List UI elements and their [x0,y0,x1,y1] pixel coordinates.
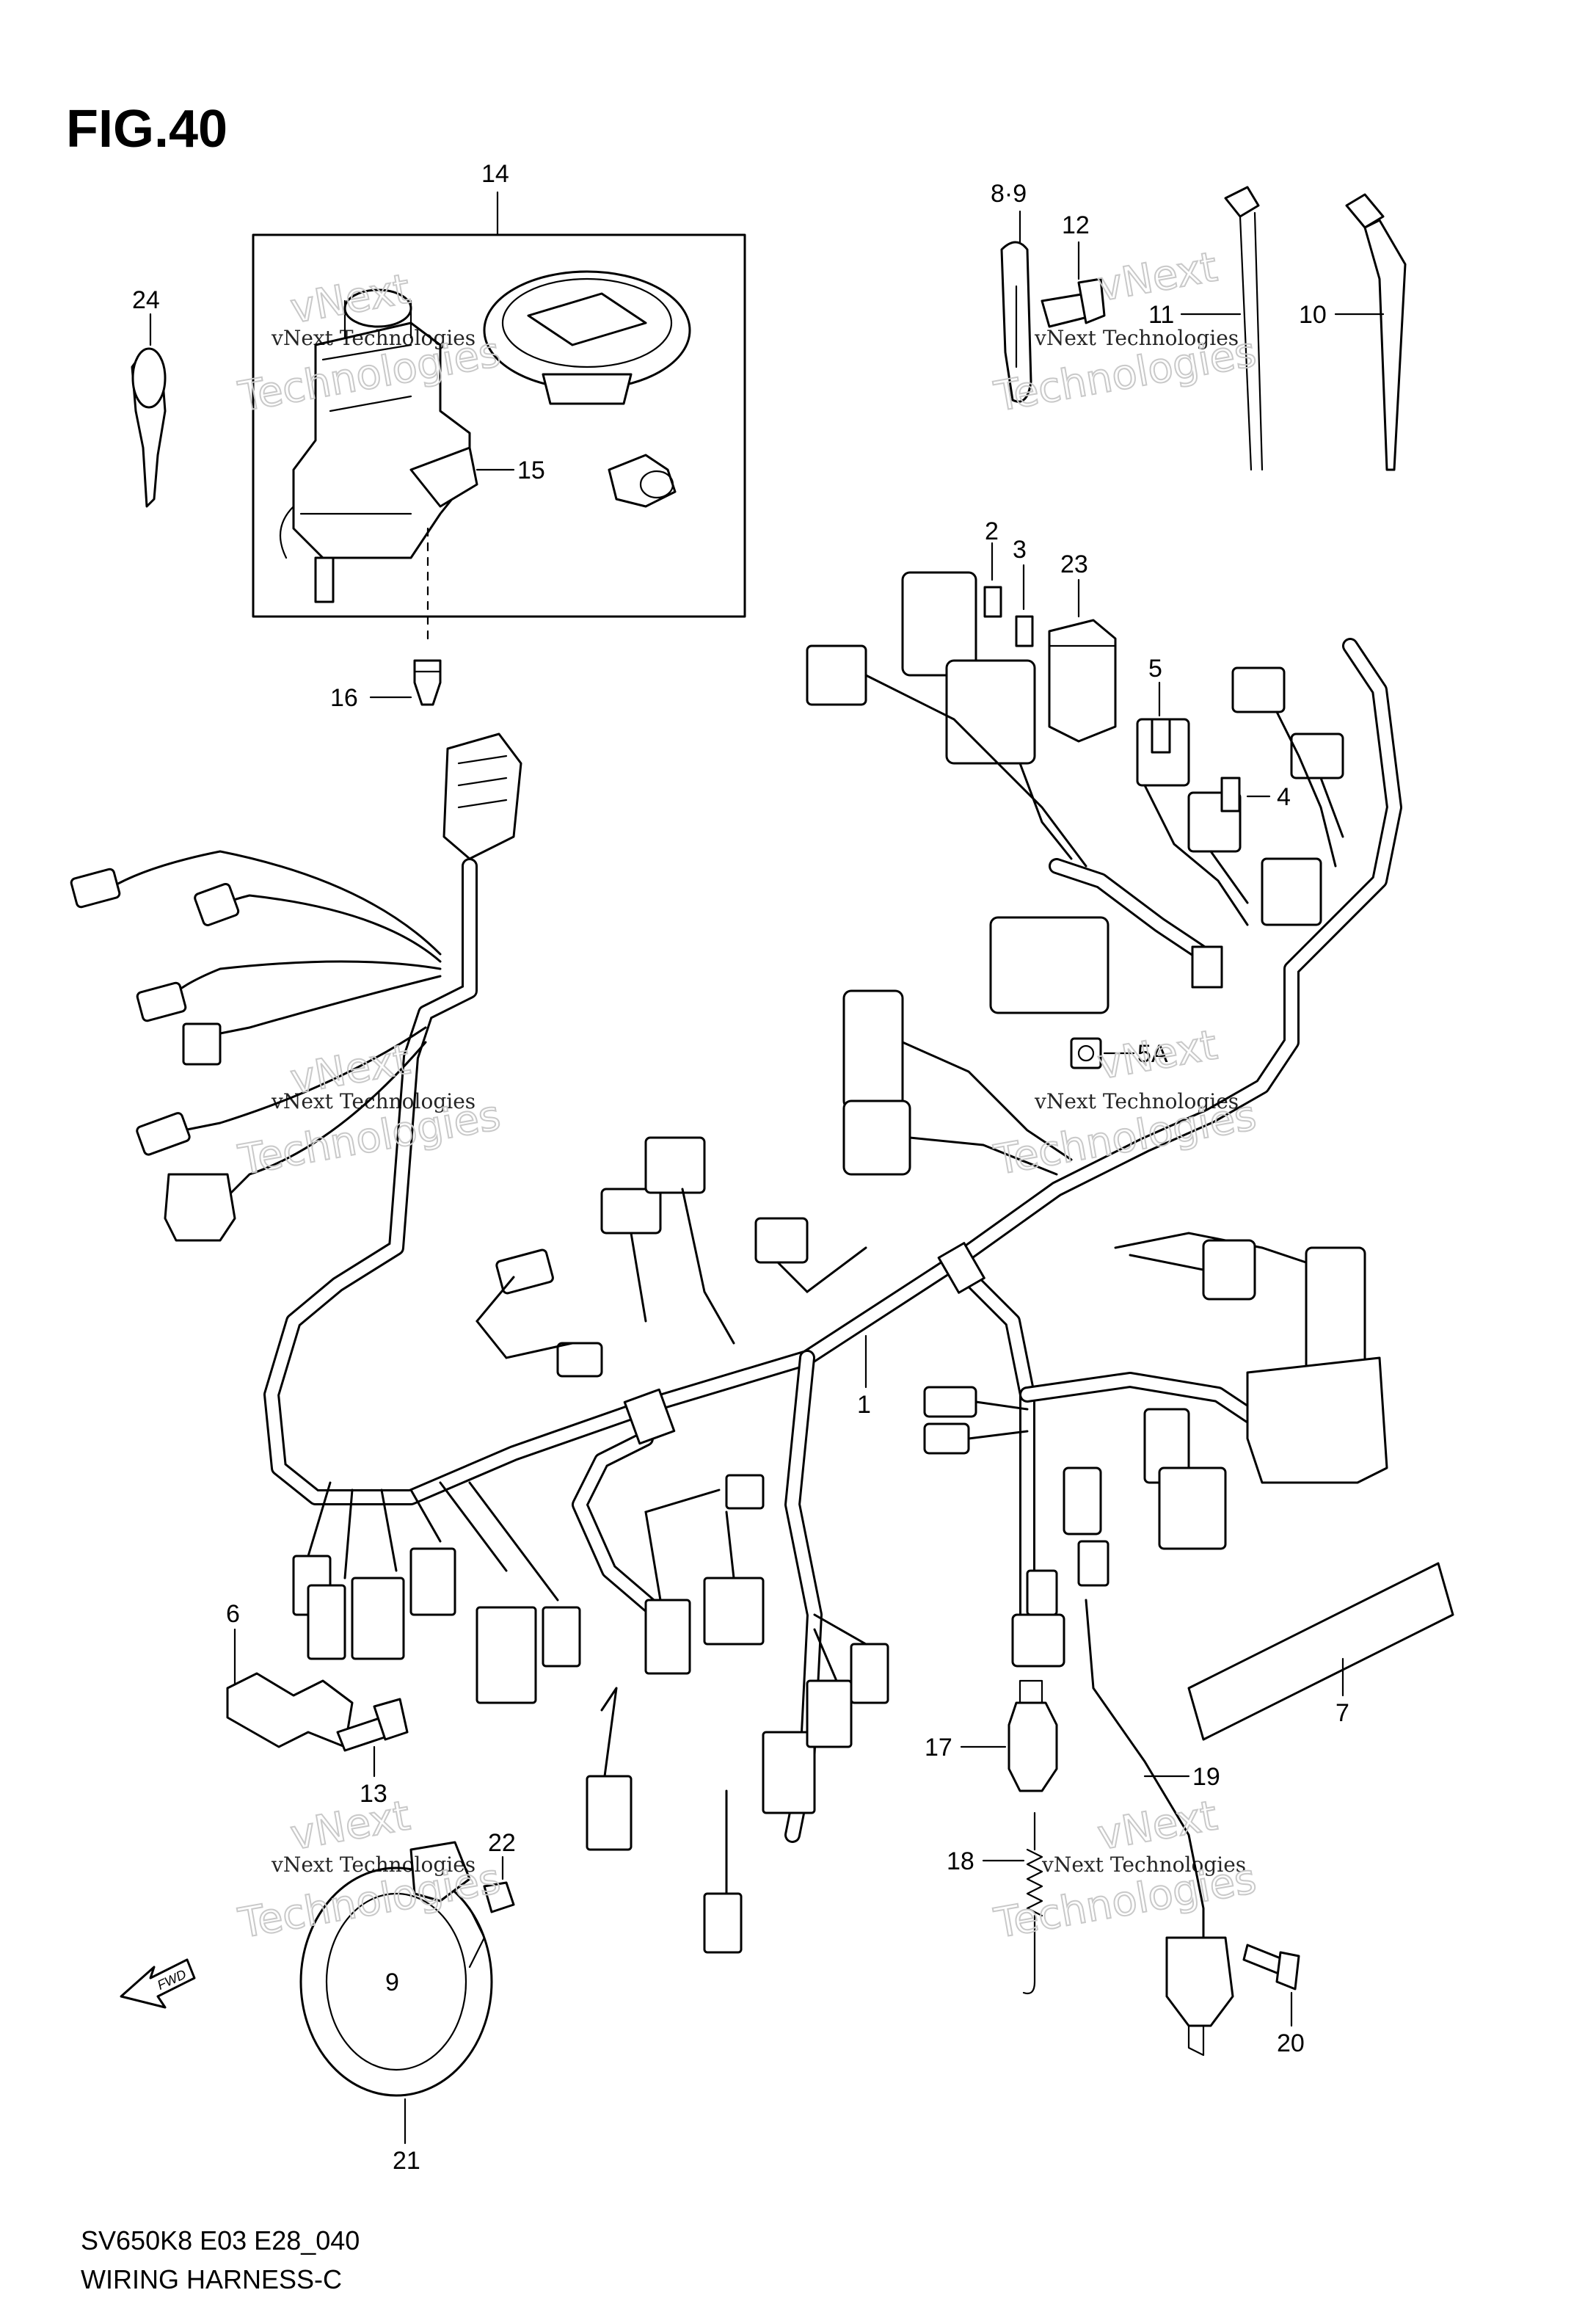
upper-middle-connectors[interactable] [475,989,1073,1378]
callout-14: 14 [481,160,509,188]
fuse-4[interactable] [1220,777,1241,813]
middle-lower-connectors[interactable] [586,1474,889,1954]
watermark-6: vNext vNext Technologies Technologies [990,1791,1261,1949]
callout-17: 17 [925,1734,952,1762]
callout-12: 12 [1062,211,1090,239]
switch-17[interactable] [1007,1679,1058,1792]
callout-15: 15 [517,457,545,484]
fuel-tank-cap[interactable] [483,270,691,405]
horn-center-mark: 9 [385,1969,399,1996]
clip-5a[interactable] [1070,1037,1102,1069]
svg-text:vNext: vNext [1094,243,1220,310]
svg-text:vNext: vNext [1094,1792,1220,1859]
bracket-6[interactable] [226,1672,354,1748]
spring-18[interactable] [1022,1811,1043,1995]
key-24[interactable] [131,347,167,508]
callout-11: 11 [1148,301,1174,329]
callout-19: 19 [1192,1763,1220,1791]
seat-lock[interactable] [608,454,677,508]
bolt-12[interactable] [1041,277,1106,328]
callout-10: 10 [1299,301,1327,329]
callout-13: 13 [360,1780,387,1808]
callout-8-9: 8·9 [991,180,1027,208]
lower-left-connectors[interactable] [292,1481,581,1704]
watermark-2: vNext vNext Technologies Technologies [990,242,1261,422]
callout-24: 24 [132,286,160,314]
svg-text:vNext Technologies: vNext Technologies [271,326,475,350]
relay-23[interactable] [1048,619,1117,743]
callout-6: 6 [226,1600,240,1628]
svg-text:vNext Technologies: vNext Technologies [271,1853,475,1877]
callout-23: 23 [1060,550,1088,578]
callout-5a: 5A [1137,1040,1168,1068]
diagram-name: WIRING HARNESS-C [81,2264,342,2294]
callout-18: 18 [947,1847,974,1875]
center-branch-connectors[interactable] [923,1386,1065,1668]
svg-text:vNext Technologies: vNext Technologies [1034,326,1239,350]
cable-tie-10[interactable] [1345,193,1407,471]
fuse-3[interactable] [1015,615,1034,647]
label-sticker-7[interactable] [1187,1562,1454,1741]
svg-text:vNext Technologies: vNext Technologies [271,1089,475,1113]
callout-4: 4 [1277,783,1291,811]
fuse-5[interactable] [1151,718,1171,754]
ignition-set-frame [252,233,746,618]
callout-1: 1 [857,1391,871,1419]
svg-text:vNext: vNext [287,1792,413,1859]
left-connectors[interactable] [70,868,240,1242]
callout-16: 16 [330,684,358,712]
bolt-22[interactable] [483,1881,515,1913]
callout-3: 3 [1013,536,1027,564]
ignition-switch-set-group: 14 15 [252,160,746,618]
fuse-2[interactable] [983,586,1002,618]
watermark-3: vNext vNext Technologies Technologies [234,1035,505,1185]
bolt-13[interactable] [336,1698,409,1752]
left-branch-wires[interactable] [109,850,442,1198]
fwd-arrow-icon: FWD [120,1958,196,2009]
callout-5: 5 [1148,655,1162,683]
callout-22: 22 [488,1829,516,1857]
fuse-box-area[interactable] [806,571,1344,1014]
cable-tie-11[interactable] [1224,186,1264,471]
right-connectors[interactable] [1063,1232,1388,1587]
callout-2: 2 [985,517,999,545]
figure-title: FIG.40 [66,100,227,159]
clamp-8-9[interactable] [1000,241,1032,403]
watermark-1: vNext vNext Technologies Technologies [234,264,505,422]
svg-text:vNext Technologies: vNext Technologies [1041,1853,1246,1877]
switch-19[interactable] [1085,1599,1234,2057]
callout-21: 21 [393,2147,420,2175]
callout-20: 20 [1277,2029,1305,2057]
svg-text:vNext Technologies: vNext Technologies [1034,1089,1239,1113]
svg-text:vNext: vNext [1094,1021,1220,1088]
ignition-switch[interactable] [279,288,478,603]
watermark-4: vNext vNext Technologies Technologies [990,1020,1261,1185]
horn-21[interactable]: 9 [299,1841,493,2097]
screw-16[interactable] [413,659,442,706]
model-code: SV650K8 E03 E28_040 [81,2225,360,2255]
upper-multi-connector[interactable] [442,733,522,860]
bolt-20[interactable] [1242,1944,1300,1991]
callout-7: 7 [1336,1699,1349,1727]
